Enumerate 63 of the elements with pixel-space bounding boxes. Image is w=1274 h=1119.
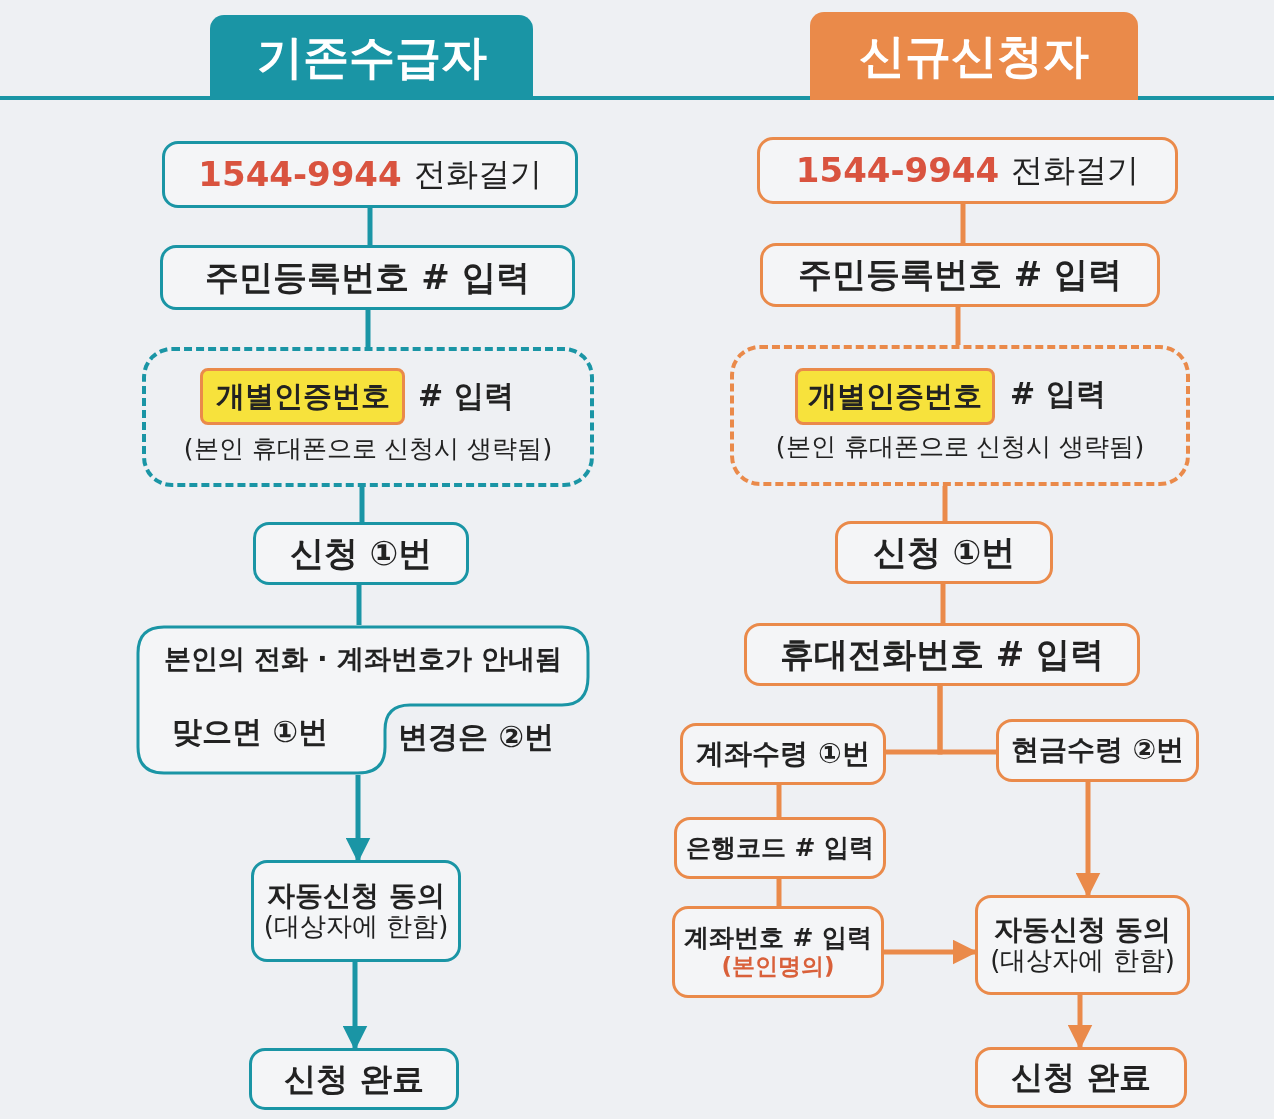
step-box	[757, 137, 1178, 204]
note-text: (본인 휴대폰으로 신청시 생략됨)	[774, 433, 1146, 462]
step-box	[975, 1047, 1187, 1108]
step-label: 신청 ①번	[872, 532, 1016, 573]
step-label: 휴대전화번호 # 입력	[779, 634, 1105, 675]
step-label: 주민등록번호 # 입력	[205, 257, 530, 298]
step-label: 자동신청 동의	[993, 913, 1172, 947]
step-label: 신청 완료	[284, 1060, 424, 1098]
step-box	[760, 243, 1160, 307]
step-box	[672, 906, 884, 998]
phone-number: 1544-9944	[198, 154, 402, 195]
step-box	[162, 141, 578, 208]
step-box	[835, 521, 1053, 584]
step-box	[253, 522, 469, 585]
step-label: 주민등록번호 # 입력	[797, 255, 1123, 295]
connector-line	[776, 879, 782, 906]
highlight-text: 개별인증번호	[808, 379, 982, 414]
connector-line	[940, 584, 946, 623]
highlight-label	[795, 368, 995, 425]
note-text: (본인 휴대폰으로 신청시 생략됨)	[182, 435, 554, 464]
step-label: 자동신청 동의	[267, 879, 445, 913]
step-box	[160, 245, 575, 310]
option-label: 변경은 ②번	[398, 720, 554, 755]
highlight-label	[200, 368, 405, 425]
category-tab	[810, 12, 1138, 100]
connector-line	[955, 307, 961, 345]
phone-number: 1544-9944	[795, 150, 1000, 191]
step-label: 신청 ①번	[289, 533, 433, 574]
connector-line	[942, 486, 948, 521]
step-label: 계좌수령 ①번	[696, 737, 870, 771]
step-label: 신청 완료	[1011, 1059, 1151, 1096]
highlight-text: 개별인증번호	[215, 379, 390, 414]
step-label: # 입력	[418, 379, 514, 414]
optional-step-box	[142, 347, 594, 487]
note-text: (대상자에 한함)	[263, 912, 449, 943]
step-box	[251, 860, 461, 962]
notice-text: 본인의 전화 · 계좌번호가 안내됨	[162, 643, 564, 675]
step-box	[996, 719, 1199, 782]
connector-line	[365, 310, 371, 347]
step-label: 계좌번호 # 입력	[683, 924, 873, 954]
step-box	[680, 723, 886, 785]
connector-line	[937, 686, 996, 755]
note-text: (본인명의)	[721, 953, 835, 980]
optional-step-box	[730, 345, 1190, 486]
connector-line	[776, 785, 782, 817]
step-label: 현금수령 ②번	[1010, 734, 1185, 767]
connector-line	[356, 585, 362, 625]
step-label: 전화걸기	[1011, 152, 1140, 189]
option-label: 맞으면 ①번	[172, 715, 328, 750]
step-label: 은행코드 # 입력	[685, 833, 875, 863]
step-box	[249, 1048, 459, 1110]
connector-line	[367, 208, 373, 245]
step-label: # 입력	[1010, 377, 1106, 412]
step-box	[674, 817, 886, 879]
step-label: 전화걸기	[413, 156, 542, 193]
step-box	[975, 895, 1190, 995]
category-title: 신규신청자	[859, 29, 1089, 83]
connector-line	[359, 487, 365, 522]
note-text: (대상자에 한함)	[990, 946, 1175, 977]
step-box	[744, 623, 1140, 686]
connector-line	[960, 204, 966, 243]
category-title: 기존수급자	[256, 31, 487, 84]
notice-box	[136, 625, 590, 775]
